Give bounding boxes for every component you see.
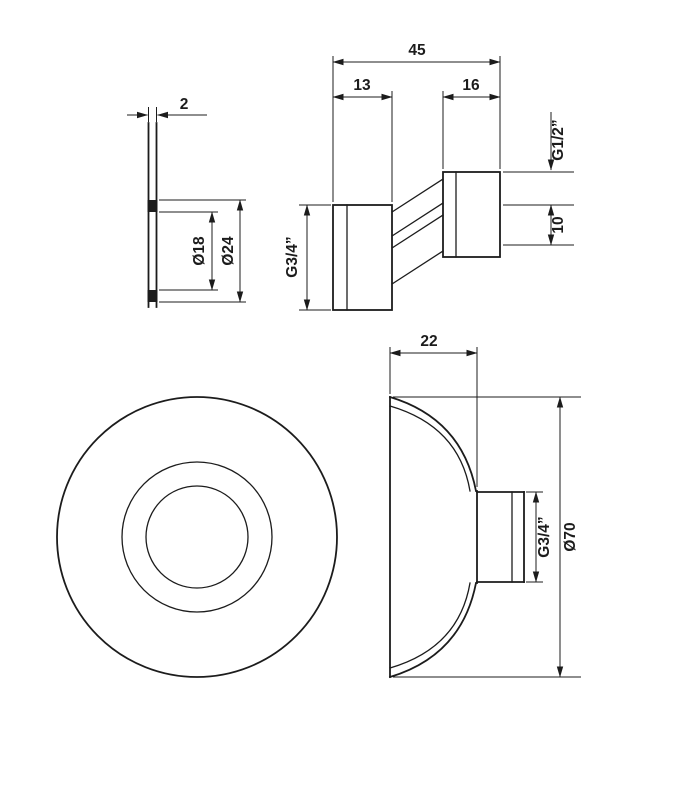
dim-union-lengths: 45 13 16 xyxy=(332,42,501,202)
ring-section-band xyxy=(147,290,158,302)
dim-label-ring-thickness: 2 xyxy=(180,96,189,113)
dim-flange-dia: Ø70 xyxy=(393,396,581,678)
flange-outer-circle xyxy=(56,396,338,678)
dim-flange-depth: 22 xyxy=(389,333,478,487)
front-view xyxy=(56,396,338,678)
dim-label-flange-thread: G3/4” xyxy=(536,516,553,557)
dim-label-ring-outer-dia: Ø24 xyxy=(220,236,237,266)
union-side-view: 45 13 16 G3/4” G1/2” 10 xyxy=(284,42,574,311)
dim-ring-thickness: 2 xyxy=(127,96,207,122)
flange-bell-curve-bottom xyxy=(388,581,478,679)
dim-label-ring-inner-dia: Ø18 xyxy=(191,236,208,266)
dim-union-right-thread: G1/2” xyxy=(503,112,574,173)
dim-label-union-total-length: 45 xyxy=(408,42,426,59)
dim-union-left-thread: G3/4” xyxy=(284,204,331,311)
dim-ring-outer-dia: Ø24 xyxy=(159,199,246,303)
dim-label-union-left-thread: G3/4” xyxy=(284,236,301,277)
flange-middle-circle xyxy=(121,461,273,613)
flange-inner-circle xyxy=(145,485,249,589)
ring-section-band xyxy=(147,200,158,212)
dim-union-offset: 10 xyxy=(503,204,574,246)
union-connector-line xyxy=(391,202,444,237)
dim-ring-inner-dia: Ø18 xyxy=(159,211,218,291)
union-connector-line xyxy=(391,250,444,285)
dim-label-union-right-thread: G1/2” xyxy=(550,119,567,160)
union-nut-body xyxy=(332,204,393,311)
flange-bell-inner-top xyxy=(389,405,471,492)
flange-side-view: 22 Ø70 G3/4” xyxy=(388,333,581,679)
dim-label-flange-depth: 22 xyxy=(420,333,437,350)
union-connector-line xyxy=(391,214,444,249)
dim-label-flange-dia: Ø70 xyxy=(562,522,579,551)
dim-label-union-left-length: 13 xyxy=(353,77,371,94)
union-male-thread-body xyxy=(442,171,501,258)
union-connector-line xyxy=(391,178,444,213)
flange-bell-curve-top xyxy=(388,395,478,493)
ring-side-view: 2 Ø18 Ø24 xyxy=(127,96,246,308)
dim-label-union-right-length: 16 xyxy=(462,77,480,94)
flange-bell-inner-bottom xyxy=(389,582,471,669)
dim-label-union-offset: 10 xyxy=(550,216,567,233)
dim-flange-thread: G3/4” xyxy=(526,491,553,583)
